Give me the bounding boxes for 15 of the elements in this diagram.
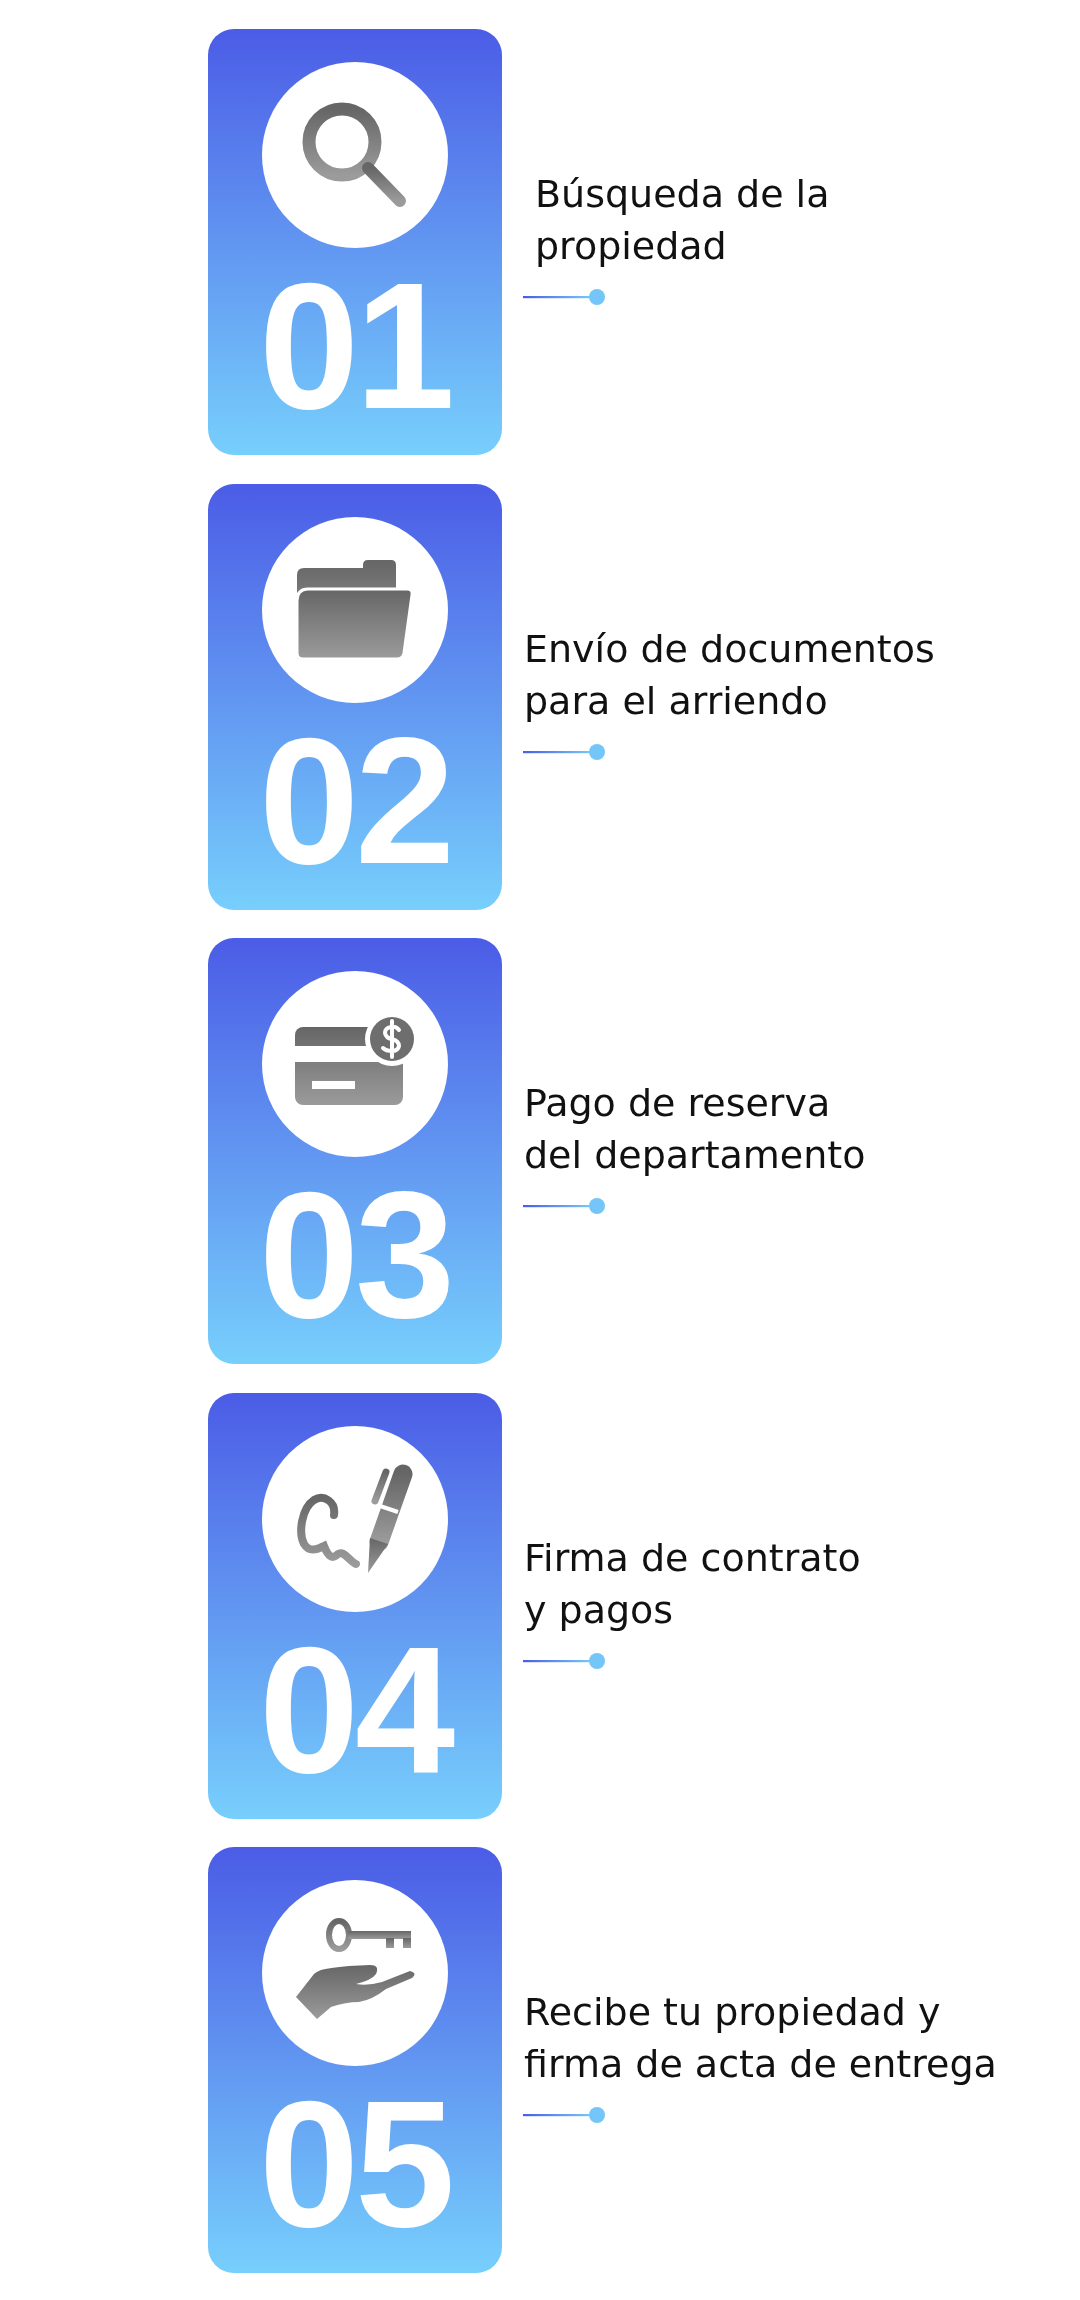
step-caption: Firma de contrato y pagos [524, 1535, 862, 1634]
step-caption: Búsqueda de la propiedad [535, 171, 831, 270]
step-card [208, 29, 502, 455]
step-number: 03 [258, 1185, 452, 1325]
step-number: 04 [258, 1640, 452, 1780]
step-number: 01 [258, 276, 452, 416]
step-card [208, 484, 502, 910]
step-caption: Recibe tu propiedad y firma de acta de entrega [524, 1989, 998, 2088]
step-number: 02 [258, 731, 452, 871]
step-card [208, 1847, 502, 2273]
step-caption: Pago de reserva del departamento [524, 1080, 867, 1179]
step-card [208, 1393, 502, 1819]
step-caption: Envío de documentos para el arriendo [524, 626, 936, 725]
step-number: 05 [258, 2094, 452, 2234]
step-card [208, 938, 502, 1364]
